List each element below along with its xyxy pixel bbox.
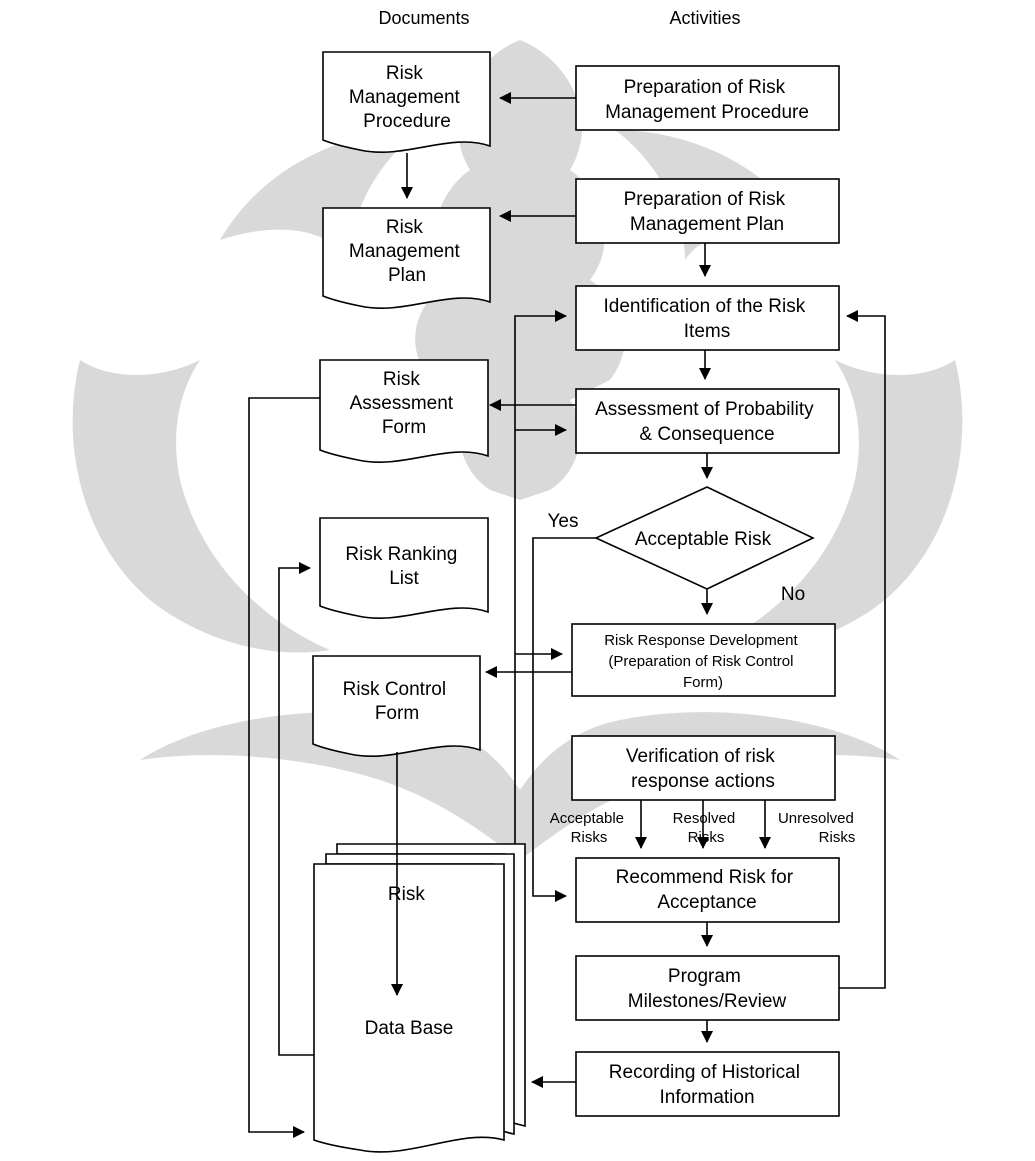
arrow-milestones-loop-to-identification (839, 310, 886, 989)
box-label: Preparation of Risk Management Procedure (605, 77, 809, 123)
activities-header: Activities (669, 8, 740, 28)
edge-label-no: No (781, 584, 805, 605)
box-label: Program Milestones/Review (628, 966, 787, 1012)
box-response-development[interactable]: Risk Response Development (Preparation o… (571, 623, 836, 697)
decision-label: Acceptable Risk (635, 529, 772, 550)
doc-label: Risk Control Form (343, 679, 452, 724)
box-identification[interactable]: Identification of the Risk Items (575, 285, 840, 351)
box-label: Recommend Risk for Acceptance (616, 867, 799, 913)
box-label: Recording of Historical Information (609, 1062, 805, 1108)
doc-risk-ranking-list[interactable]: Risk Ranking List (319, 517, 489, 620)
doc-risk-data-base[interactable]: Risk Data Base (313, 843, 526, 1153)
edge-label-unresolved-risks: Unresolved Risks (778, 810, 858, 846)
box-label: Preparation of Risk Management Plan (624, 189, 791, 235)
doc-label: Risk Assessment Form (350, 369, 459, 438)
box-recommend[interactable]: Recommend Risk for Acceptance (575, 857, 840, 923)
box-label: Risk Response Development (Preparation o… (604, 632, 802, 691)
box-label: Assessment of Probability & Consequence (595, 399, 819, 445)
arrow-assessment-form-to-database (248, 397, 320, 1138)
doc-label: Risk Ranking List (345, 544, 462, 589)
box-recording[interactable]: Recording of Historical Information (575, 1051, 840, 1117)
box-label: Verification of risk response actions (626, 746, 780, 792)
doc-risk-management-procedure[interactable]: Risk Management Procedure (322, 51, 491, 154)
box-milestones[interactable]: Program Milestones/Review (575, 955, 840, 1021)
documents-header: Documents (378, 8, 469, 28)
arrow-database-to-ranking-list (278, 562, 314, 1056)
box-assessment[interactable]: Assessment of Probability & Consequence (575, 388, 840, 454)
arrow-decision-yes-to-recommend (532, 537, 596, 902)
edge-label-acceptable-risks: Acceptable Risks (550, 810, 628, 846)
box-prep-plan[interactable]: Preparation of Risk Management Plan (575, 178, 840, 244)
decision-acceptable-risk[interactable]: Acceptable Risk (594, 486, 815, 590)
doc-label: Risk Management Procedure (349, 63, 465, 132)
doc-risk-assessment-form[interactable]: Risk Assessment Form (319, 359, 489, 464)
connectors (248, 92, 886, 1138)
doc-label: Risk Management Plan (349, 217, 465, 286)
box-verification[interactable]: Verification of risk response actions (571, 735, 836, 801)
arrow-database-to-identification (514, 310, 567, 844)
doc-risk-management-plan[interactable]: Risk Management Plan (322, 207, 491, 310)
box-prep-procedure[interactable]: Preparation of Risk Management Procedure (575, 65, 840, 131)
edge-label-yes: Yes (548, 511, 579, 532)
box-label: Identification of the Risk Items (604, 296, 811, 342)
doc-risk-control-form[interactable]: Risk Control Form (312, 655, 481, 758)
edge-label-resolved-risks: Resolved Risks (673, 810, 740, 846)
